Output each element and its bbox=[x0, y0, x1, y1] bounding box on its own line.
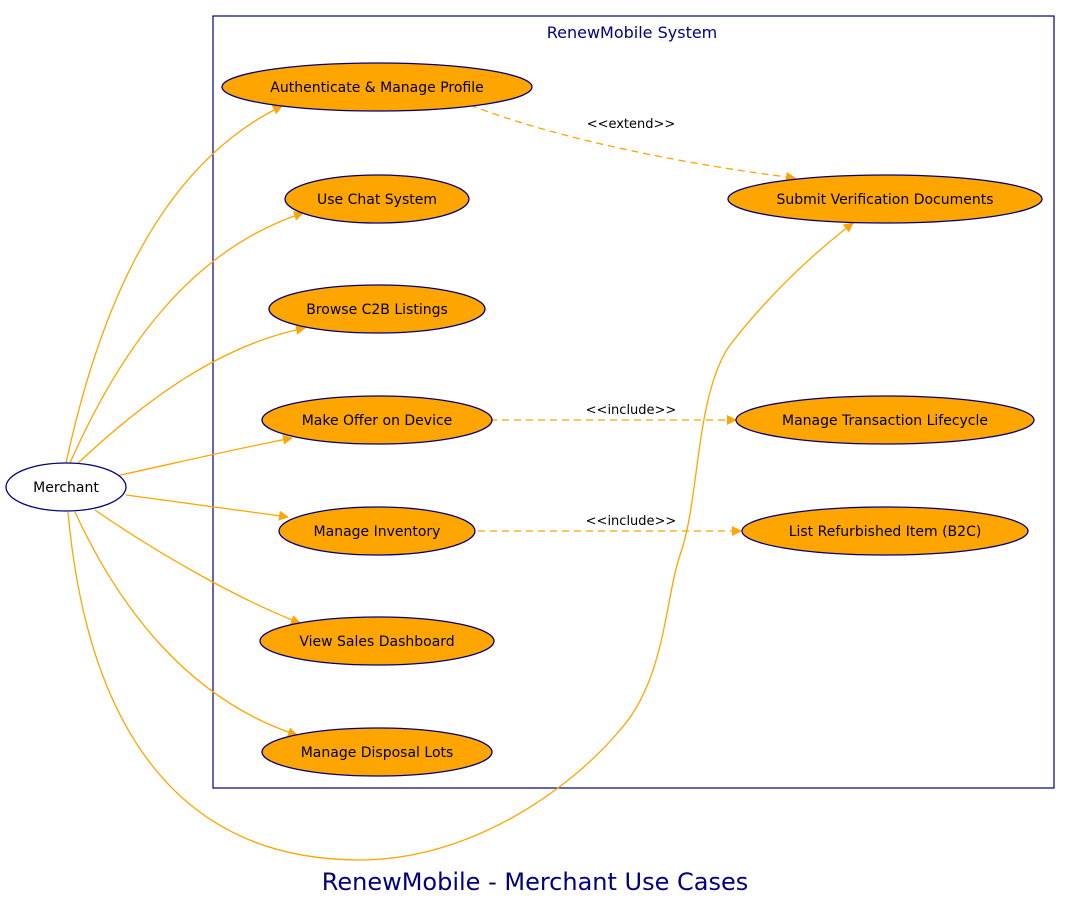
use-case-dashboard-label: View Sales Dashboard bbox=[299, 634, 454, 650]
dependencies bbox=[469, 104, 796, 536]
use-case-browse: Browse C2B Listings bbox=[268, 284, 486, 334]
use-case-offer-label: Make Offer on Device bbox=[302, 413, 453, 429]
edge-merchant-dashboard bbox=[94, 509, 301, 625]
use-case-auth-label: Authenticate & Manage Profile bbox=[270, 80, 483, 96]
use-case-chat: Use Chat System bbox=[284, 174, 470, 224]
edge-merchant-auth bbox=[65, 105, 283, 464]
use-case-verify-label: Submit Verification Documents bbox=[776, 192, 993, 208]
include-label-b2c: <<include>> bbox=[586, 514, 677, 529]
system-boundary: RenewMobile System bbox=[212, 15, 1055, 789]
actor-merchant: Merchant bbox=[5, 462, 127, 512]
use-case-browse-label: Browse C2B Listings bbox=[306, 302, 448, 318]
associations bbox=[65, 105, 854, 861]
edge-merchant-disposal bbox=[74, 511, 298, 737]
diagram-title: RenewMobile - Merchant Use Cases bbox=[322, 868, 749, 896]
use-case-b2c: List Refurbished Item (B2C) bbox=[741, 506, 1029, 556]
use-case-transaction: Manage Transaction Lifecycle bbox=[735, 395, 1035, 445]
use-case-chat-label: Use Chat System bbox=[317, 192, 437, 208]
extend-label: <<extend>> bbox=[587, 117, 676, 132]
use-case-verify: Submit Verification Documents bbox=[727, 174, 1043, 224]
include-label-transaction: <<include>> bbox=[586, 403, 677, 418]
use-case-inventory-label: Manage Inventory bbox=[314, 524, 441, 540]
use-case-inventory: Manage Inventory bbox=[278, 506, 476, 556]
edge-merchant-browse bbox=[75, 324, 306, 466]
edge-merchant-chat bbox=[69, 211, 304, 464]
edge-extend bbox=[469, 104, 796, 182]
edge-merchant-offer bbox=[115, 434, 293, 477]
edge-merchant-inventory bbox=[125, 494, 289, 521]
use-case-b2c-label: List Refurbished Item (B2C) bbox=[789, 524, 982, 540]
use-case-transaction-label: Manage Transaction Lifecycle bbox=[782, 413, 988, 429]
edge-merchant-verify bbox=[67, 222, 854, 861]
use-case-disposal-label: Manage Disposal Lots bbox=[301, 745, 454, 761]
use-case-dashboard: View Sales Dashboard bbox=[259, 616, 495, 666]
use-case-auth: Authenticate & Manage Profile bbox=[221, 62, 533, 112]
system-title: RenewMobile System bbox=[547, 23, 718, 42]
actor-label: Merchant bbox=[33, 480, 99, 496]
use-case-disposal: Manage Disposal Lots bbox=[261, 727, 493, 777]
use-case-offer: Make Offer on Device bbox=[261, 395, 493, 445]
